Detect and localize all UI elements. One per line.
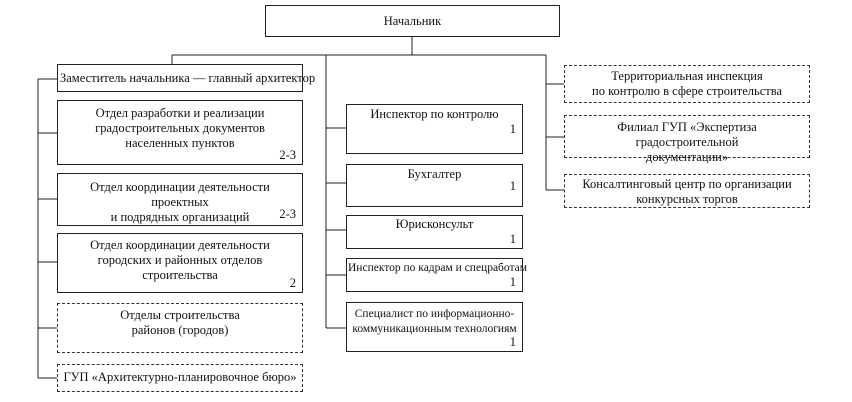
hr-inspector-label: Инспектор по кадрам и спецработам bbox=[348, 262, 528, 274]
dept-urban-docs-label: Отдел разработки и реализации градострои… bbox=[95, 106, 265, 150]
ict-specialist-count: 1 bbox=[509, 335, 516, 349]
territorial-inspection-label: Территориальная инспекция по контролю в … bbox=[592, 69, 782, 98]
consulting-center-label: Консалтинговый центр по организации конк… bbox=[582, 177, 792, 206]
dept-design-coord-label: Отдел координации деятельности проектных… bbox=[90, 180, 270, 224]
accountant-count: 1 bbox=[509, 179, 516, 193]
consulting-center-box: Консалтинговый центр по организации конк… bbox=[564, 174, 810, 208]
legal-adviser-box: Юрисконсульт 1 bbox=[346, 215, 523, 249]
head-box: Начальник bbox=[265, 5, 560, 37]
gup-bureau-box: ГУП «Архитектурно-планировочное бюро» bbox=[57, 364, 303, 392]
expertise-branch-box: Филиал ГУП «Экспертиза градостроительной… bbox=[564, 115, 810, 164]
head-label: Начальник bbox=[383, 14, 442, 28]
hr-inspector-count: 1 bbox=[509, 275, 516, 289]
ict-specialist-box: Специалист по информационно- коммуникаци… bbox=[346, 302, 523, 352]
accountant-label: Бухгалтер bbox=[407, 167, 462, 181]
deputy-box: Заместитель начальника — главный архитек… bbox=[57, 64, 316, 92]
dept-urban-docs-count: 2-3 bbox=[279, 148, 296, 162]
dept-city-coord-box: Отдел координации деятельности городских… bbox=[57, 233, 303, 293]
dept-city-coord-count: 2 bbox=[289, 276, 296, 290]
dept-district-label: Отделы строительства районов (городов) bbox=[120, 308, 240, 337]
control-inspector-box: Инспектор по контролю 1 bbox=[346, 104, 523, 154]
gup-bureau-label: ГУП «Архитектурно-планировочное бюро» bbox=[63, 370, 297, 384]
dept-urban-docs-box: Отдел разработки и реализации градострои… bbox=[57, 100, 303, 165]
control-inspector-count: 1 bbox=[509, 122, 516, 136]
dept-design-coord-box: Отдел координации деятельности проектных… bbox=[57, 173, 303, 226]
dept-city-coord-label: Отдел координации деятельности городских… bbox=[90, 238, 270, 282]
legal-adviser-label: Юрисконсульт bbox=[395, 217, 474, 231]
territorial-inspection-box: Территориальная инспекция по контролю в … bbox=[564, 65, 810, 103]
dept-design-coord-count: 2-3 bbox=[279, 207, 296, 221]
control-inspector-label: Инспектор по контролю bbox=[370, 107, 499, 121]
legal-adviser-count: 1 bbox=[509, 232, 516, 246]
hr-inspector-box: Инспектор по кадрам и спецработам 1 bbox=[346, 258, 528, 292]
dept-district-box: Отделы строительства районов (городов) bbox=[57, 303, 303, 353]
deputy-label: Заместитель начальника — главный архитек… bbox=[60, 71, 316, 85]
accountant-box: Бухгалтер 1 bbox=[346, 164, 523, 207]
expertise-branch-label: Филиал ГУП «Экспертиза градостроительной… bbox=[617, 120, 757, 164]
ict-specialist-label: Специалист по информационно- коммуникаци… bbox=[352, 308, 517, 335]
